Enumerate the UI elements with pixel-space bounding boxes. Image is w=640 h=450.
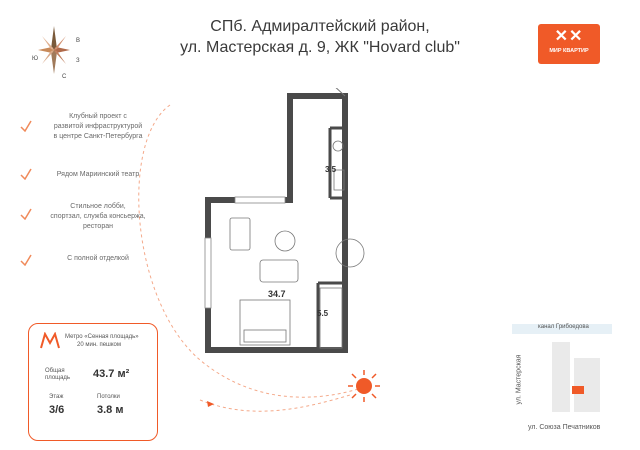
street-vertical-label: ул. Мастерская [515,354,523,405]
street-bottom-label: ул. Союза Печатников [528,424,601,431]
title-line-1: СПб. Адмиралтейский район, [210,18,430,35]
page-title: СПб. Адмиралтейский район, ул. Мастерска… [150,16,490,58]
feature-item-4: С полной отделкой [67,255,129,262]
room-area-living: 34.7 [268,289,286,299]
floor-plan: 3.5 34.7 5.5 [204,88,365,353]
apartment-info-card: Метро «Сенная площадь» 20 мин. пешком Об… [28,323,158,441]
feature-item-2: Рядом Мариинский театр [56,171,140,178]
room-area-bathroom: 3.5 [325,165,337,174]
building-highlight [572,386,584,394]
compass-west: Ю [32,56,39,62]
block [552,342,570,412]
block [574,358,600,412]
ceiling-value: 3.8 м [97,404,124,416]
metro-station: Метро «Сенная площадь» [65,334,139,340]
ceiling-label: Потолки [97,394,120,400]
sun-icon [348,370,380,402]
title-line-2: ул. Мастерская д. 9, ЖК "Hovard club" [180,39,460,56]
check-icon [20,168,32,180]
metro-icon [40,332,60,349]
floor-label: Этаж [49,394,64,400]
compass-south: С [62,74,67,80]
metro-walk-time: 20 мин. пешком [77,342,122,348]
canal-band [512,324,612,334]
check-icon [20,208,32,220]
feature-item-3: Стильное лобби,спортзал, служба консьерж… [50,203,146,230]
check-icon [20,120,32,132]
canal-label: канал Грибоедова [538,324,589,330]
logo-icon: ✕✕ [554,28,584,45]
compass-rose: В Ю З С [32,22,80,82]
location-map: канал Грибоедова ул. Мастерская ул. Союз… [512,318,632,444]
check-icon [20,254,32,266]
compass-icon [38,26,70,74]
room-area-kitchen: 5.5 [317,309,329,318]
compass-east: З [76,58,80,64]
area-value: 43.7 м² [93,368,130,380]
brand-logo: ✕✕ МИР КВАРТИР [538,24,600,64]
floor-value: 3/6 [49,404,65,416]
compass-north: В [76,38,81,44]
logo-text: МИР КВАРТИР [549,48,589,54]
